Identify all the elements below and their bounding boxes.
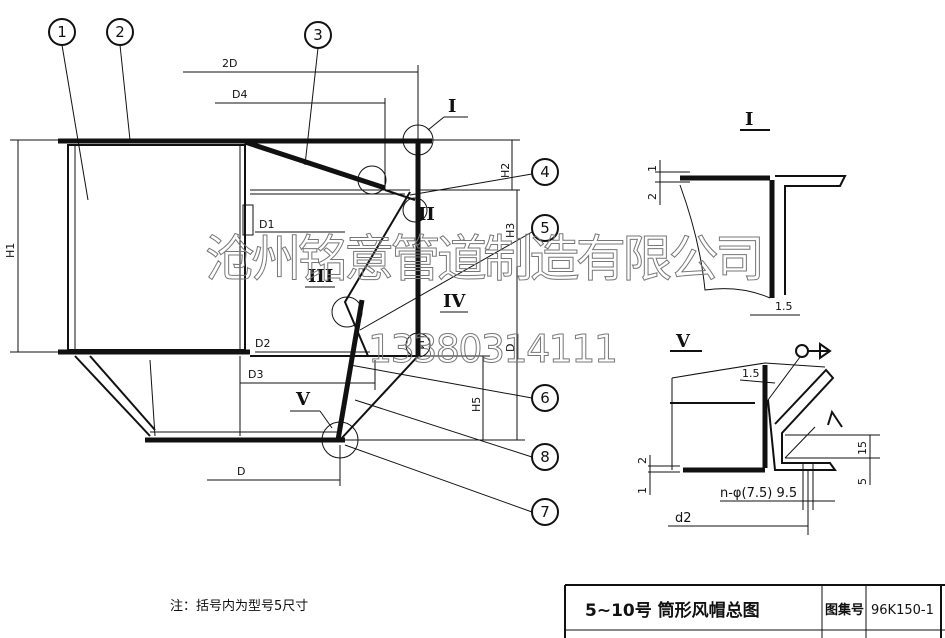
atlas-number: 96K150-1 (871, 603, 934, 618)
svg-text:5: 5 (856, 478, 869, 485)
svg-text:d2: d2 (675, 511, 692, 526)
dim-d-right: D (504, 344, 517, 352)
svg-text:6: 6 (540, 389, 550, 407)
dim-d4: D4 (232, 88, 247, 101)
dim-h2: H2 (499, 163, 512, 178)
svg-text:2: 2 (115, 23, 125, 41)
dim-d3: D3 (248, 368, 263, 381)
balloon-5: 5 (531, 214, 559, 242)
balloon-8: 8 (531, 443, 559, 471)
callout-iii: III (308, 266, 333, 287)
part-balloons: 1 2 3 4 5 6 8 7 (48, 18, 559, 526)
balloon-3: 3 (304, 21, 332, 49)
svg-text:1: 1 (646, 165, 659, 172)
callout-v: V (295, 389, 311, 410)
dim-d: D (237, 465, 245, 478)
dimension-lines: 2D D4 D1 D2 D3 D H1 H2 H3 D H4 H5 (4, 57, 525, 486)
svg-text:7: 7 (540, 503, 550, 521)
svg-text:15: 15 (856, 441, 869, 455)
balloon-7: 7 (531, 498, 559, 526)
detail-i: I 1 2 1.5 (646, 109, 847, 316)
drawing-title: 5~10号 筒形风帽总图 (585, 600, 760, 621)
svg-text:1.5: 1.5 (742, 367, 760, 380)
balloon-6: 6 (531, 384, 559, 412)
balloon-1: 1 (48, 18, 76, 46)
detail-v: V 15 5 1.5 2 1 n-φ(7.5) 9.5 d2 (636, 331, 880, 535)
svg-text:8: 8 (540, 448, 550, 466)
svg-text:1: 1 (57, 23, 67, 41)
dim-h1: H1 (4, 243, 17, 258)
detail-callouts: I II III IV V (290, 96, 468, 429)
svg-text:1: 1 (636, 487, 649, 494)
dim-2d: 2D (222, 57, 237, 70)
svg-text:3: 3 (313, 26, 323, 44)
svg-text:4: 4 (540, 163, 550, 181)
dim-h4: H4 (413, 335, 426, 350)
svg-text:V: V (675, 331, 691, 352)
watermark-phone: 13380314111 (368, 327, 618, 371)
svg-text:2: 2 (636, 457, 649, 464)
dim-d1: D1 (259, 218, 274, 231)
svg-text:I: I (745, 109, 753, 130)
slanted-post (335, 299, 365, 441)
balloon-4: 4 (531, 158, 559, 186)
svg-text:1.5: 1.5 (775, 300, 793, 313)
svg-text:5: 5 (540, 219, 550, 237)
dim-h5: H5 (470, 397, 483, 412)
balloon-2: 2 (106, 18, 134, 46)
cylinder (67, 144, 246, 351)
dim-d2: D2 (255, 337, 270, 350)
svg-text:2: 2 (646, 193, 659, 200)
main-view (58, 124, 434, 459)
watermark-company: 沧州铭意管道制造有限公司 (205, 230, 765, 288)
dim-h3: H3 (504, 223, 517, 238)
callout-ii: II (418, 204, 435, 225)
diagonal-strut (244, 139, 386, 191)
svg-text:n-φ(7.5) 9.5: n-φ(7.5) 9.5 (720, 486, 797, 501)
atlas-label: 图集号 (825, 602, 864, 618)
title-block: 5~10号 筒形风帽总图 图集号 96K150-1 (564, 584, 945, 638)
note-text: 注：括号内为型号5尺寸 (170, 598, 308, 614)
callout-i: I (448, 96, 456, 117)
callout-iv: IV (443, 291, 466, 312)
